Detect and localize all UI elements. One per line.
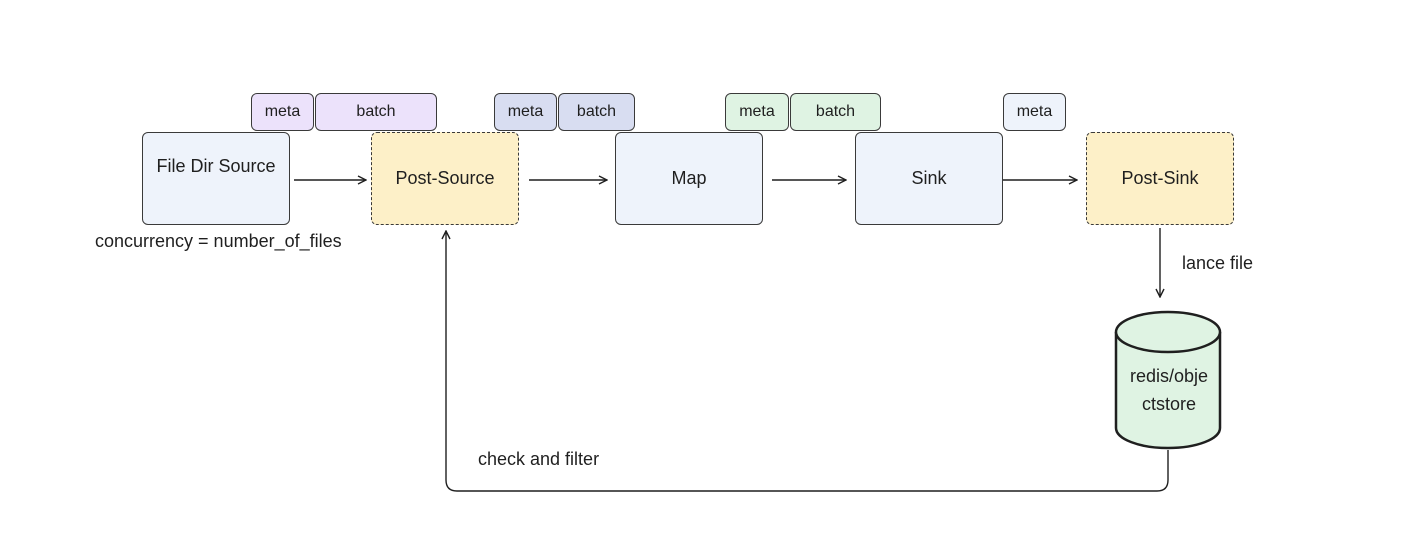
file-dir-source-label: File Dir Source xyxy=(156,156,276,176)
file-dir-source-node[interactable]: File Dir Source xyxy=(142,132,290,225)
map-batch-tag: batch xyxy=(558,93,635,131)
map-label: Map xyxy=(671,168,707,188)
lance-file-label: lance file xyxy=(1182,253,1254,273)
post-sink-node[interactable]: Post-Sink xyxy=(1086,132,1234,225)
map-node[interactable]: Map xyxy=(615,132,763,225)
sink-label: Sink xyxy=(911,168,947,188)
post-source-meta-tag: meta xyxy=(251,93,314,131)
sink-meta-tag: meta xyxy=(725,93,789,131)
store-label-line-2: ctstore xyxy=(1141,394,1197,414)
store-label-line-1: redis/obje xyxy=(1129,366,1209,386)
post-source-label: Post-Source xyxy=(395,168,495,188)
map-meta-tag: meta xyxy=(494,93,557,131)
post-source-node[interactable]: Post-Source xyxy=(371,132,519,225)
store-label: redis/obje ctstore xyxy=(1116,362,1222,418)
post-sink-label: Post-Sink xyxy=(1121,168,1199,188)
sink-batch-tag: batch xyxy=(790,93,881,131)
sink-node[interactable]: Sink xyxy=(855,132,1003,225)
post-sink-meta-tag: meta xyxy=(1003,93,1066,131)
check-and-filter-label: check and filter xyxy=(478,449,600,469)
post-source-batch-tag: batch xyxy=(315,93,437,131)
store-cylinder-icon xyxy=(1114,310,1222,450)
arrow-store-to-post-source xyxy=(446,231,1169,492)
concurrency-label: concurrency = number_of_files xyxy=(95,231,342,251)
